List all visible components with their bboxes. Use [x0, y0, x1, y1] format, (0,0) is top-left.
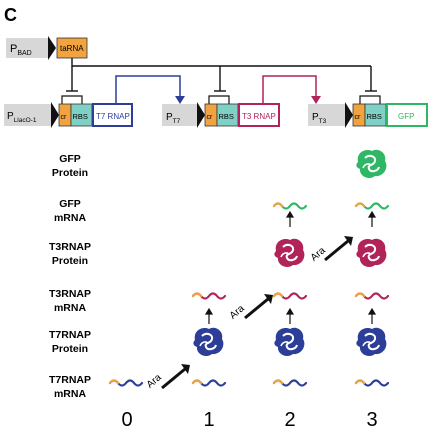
folded-protein-icon: [273, 237, 306, 269]
svg-text:Ara: Ara: [309, 245, 328, 264]
folded-protein-icon: [192, 326, 225, 358]
svg-text:PLlacO-1: PLlacO-1: [7, 111, 37, 124]
tarna-label: taRNA: [60, 44, 84, 53]
mrna-icons: [108, 202, 390, 387]
folded-protein-icon: [273, 326, 306, 358]
svg-text:cr: cr: [61, 114, 68, 121]
svg-text:cr: cr: [355, 114, 362, 121]
pbad-promoter: PBAD: [6, 36, 56, 60]
tarna-repression-lines: [66, 58, 377, 92]
folded-protein-icon: [355, 326, 388, 358]
svg-text:RBS: RBS: [219, 112, 234, 121]
svg-text:RBS: RBS: [367, 112, 382, 121]
svg-text:GFP: GFP: [398, 112, 414, 121]
folded-protein-icon: [355, 148, 388, 180]
svg-text:PT3: PT3: [312, 112, 327, 125]
t3-activation-arrow: [262, 75, 321, 104]
svg-text:RBS: RBS: [73, 112, 88, 121]
mrna-squiggle-icon: [272, 292, 308, 300]
ara-arrow-3: Ara: [309, 236, 353, 264]
up-arrow-icon: [367, 210, 377, 227]
svg-text:T3 RNAP: T3 RNAP: [242, 112, 276, 121]
stage-3: 3: [366, 409, 377, 431]
mrna-squiggle-icon: [191, 292, 227, 300]
mrna-squiggle-icon: [191, 379, 227, 387]
ara-arrow-1: Ara: [145, 364, 190, 391]
mrna-squiggle-icon: [272, 379, 308, 387]
stage-1: 1: [203, 409, 214, 431]
mrna-squiggle-icon: [108, 379, 144, 387]
mrna-squiggle-icon: [354, 379, 390, 387]
up-arrow-icon: [285, 210, 295, 227]
module-llaco: PLlacO-1 cr RBS T7 RNAP: [4, 102, 133, 128]
svg-text:T7 RNAP: T7 RNAP: [96, 112, 130, 121]
up-arrow-icon: [204, 307, 214, 324]
up-arrow-icon: [285, 307, 295, 324]
up-arrows: [204, 210, 377, 324]
module-t3: PT3 cr RBS GFP: [308, 102, 428, 128]
ara-arrow-2: Ara: [228, 294, 273, 322]
svg-text:PBAD: PBAD: [10, 43, 32, 57]
stage-0: 0: [121, 409, 132, 431]
cr-hairpins: [61, 95, 381, 104]
up-arrow-icon: [367, 307, 377, 324]
mrna-squiggle-icon: [354, 292, 390, 300]
tarna-box: taRNA: [56, 37, 88, 59]
panel-label: C: [4, 5, 17, 25]
mrna-squiggle-icon: [272, 202, 308, 210]
mrna-squiggle-icon: [354, 202, 390, 210]
svg-text:PT7: PT7: [166, 112, 181, 125]
stage-labels: 0 1 2 3: [121, 409, 377, 431]
protein-icons: [192, 148, 388, 358]
svg-text:Ara: Ara: [228, 303, 247, 322]
folded-protein-icon: [355, 237, 388, 269]
svg-text:Ara: Ara: [145, 372, 164, 391]
stage-2: 2: [284, 409, 295, 431]
module-t7: PT7 cr RBS T3 RNAP: [162, 102, 280, 128]
t7-activation-arrow: [115, 75, 185, 104]
svg-text:cr: cr: [207, 114, 214, 121]
